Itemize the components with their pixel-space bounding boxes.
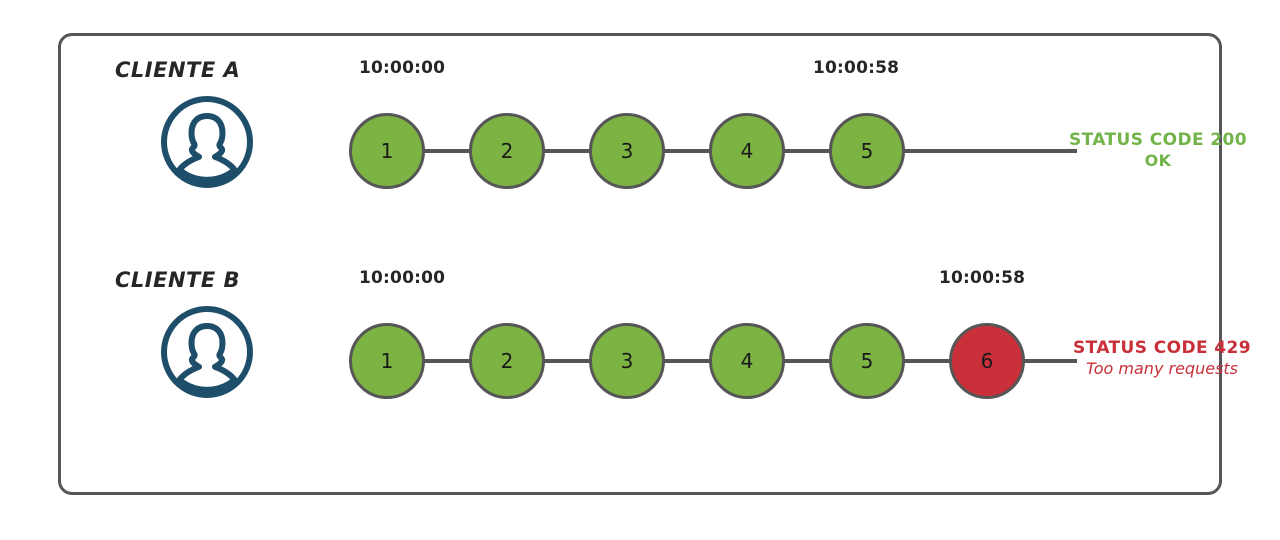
request-node[interactable]: 1 xyxy=(349,113,425,189)
client-a-status-badge: STATUS CODE 200 OK xyxy=(1069,130,1247,170)
client-row-a: CLIENTE A 10:00:00 10:00:58 1 2 3 4 xyxy=(61,58,1247,258)
user-avatar-icon xyxy=(159,94,255,190)
client-b-timeline: 10:00:00 10:00:58 1 2 3 4 5 6 STATUS COD… xyxy=(301,268,1251,468)
client-b-timestamp-end: 10:00:58 xyxy=(939,268,1026,288)
request-node[interactable]: 5 xyxy=(829,323,905,399)
request-node[interactable]: 4 xyxy=(709,323,785,399)
client-b-timestamp-start: 10:00:00 xyxy=(359,268,446,288)
client-b-label: CLIENTE B xyxy=(115,268,241,292)
request-node[interactable]: 2 xyxy=(469,323,545,399)
connector-6-status xyxy=(1021,359,1077,363)
connector-5-6 xyxy=(901,359,951,363)
request-node[interactable]: 2 xyxy=(469,113,545,189)
status-code-text: STATUS CODE 429 xyxy=(1073,338,1251,358)
client-a-timeline: 10:00:00 10:00:58 1 2 3 4 5 STATUS CODE … xyxy=(301,58,1247,258)
client-b-identity: CLIENTE B xyxy=(107,268,322,448)
request-node[interactable]: 3 xyxy=(589,323,665,399)
request-node-throttled[interactable]: 6 xyxy=(949,323,1025,399)
status-code-text: STATUS CODE 200 xyxy=(1069,130,1247,150)
client-b-status-badge: STATUS CODE 429 Too many requests xyxy=(1073,338,1251,378)
request-node[interactable]: 5 xyxy=(829,113,905,189)
connector-2-3 xyxy=(541,149,591,153)
connector-2-3 xyxy=(541,359,591,363)
connector-4-5 xyxy=(781,359,831,363)
status-message-text: OK xyxy=(1144,150,1172,170)
client-row-b: CLIENTE B 10:00:00 10:00:58 1 2 3 xyxy=(61,268,1251,468)
diagram-frame: CLIENTE A 10:00:00 10:00:58 1 2 3 4 xyxy=(58,33,1251,495)
connector-5-status xyxy=(901,149,1077,153)
request-node[interactable]: 4 xyxy=(709,113,785,189)
request-node[interactable]: 1 xyxy=(349,323,425,399)
connector-3-4 xyxy=(661,359,711,363)
request-node[interactable]: 3 xyxy=(589,113,665,189)
client-a-timestamp-end: 10:00:58 xyxy=(813,58,900,78)
connector-1-2 xyxy=(421,359,471,363)
client-a-identity: CLIENTE A xyxy=(107,58,322,238)
status-message-text: Too many requests xyxy=(1085,358,1239,378)
connector-1-2 xyxy=(421,149,471,153)
connector-4-5 xyxy=(781,149,831,153)
client-a-timestamp-start: 10:00:00 xyxy=(359,58,446,78)
user-avatar-icon xyxy=(159,304,255,400)
client-a-label: CLIENTE A xyxy=(115,58,241,82)
connector-3-4 xyxy=(661,149,711,153)
